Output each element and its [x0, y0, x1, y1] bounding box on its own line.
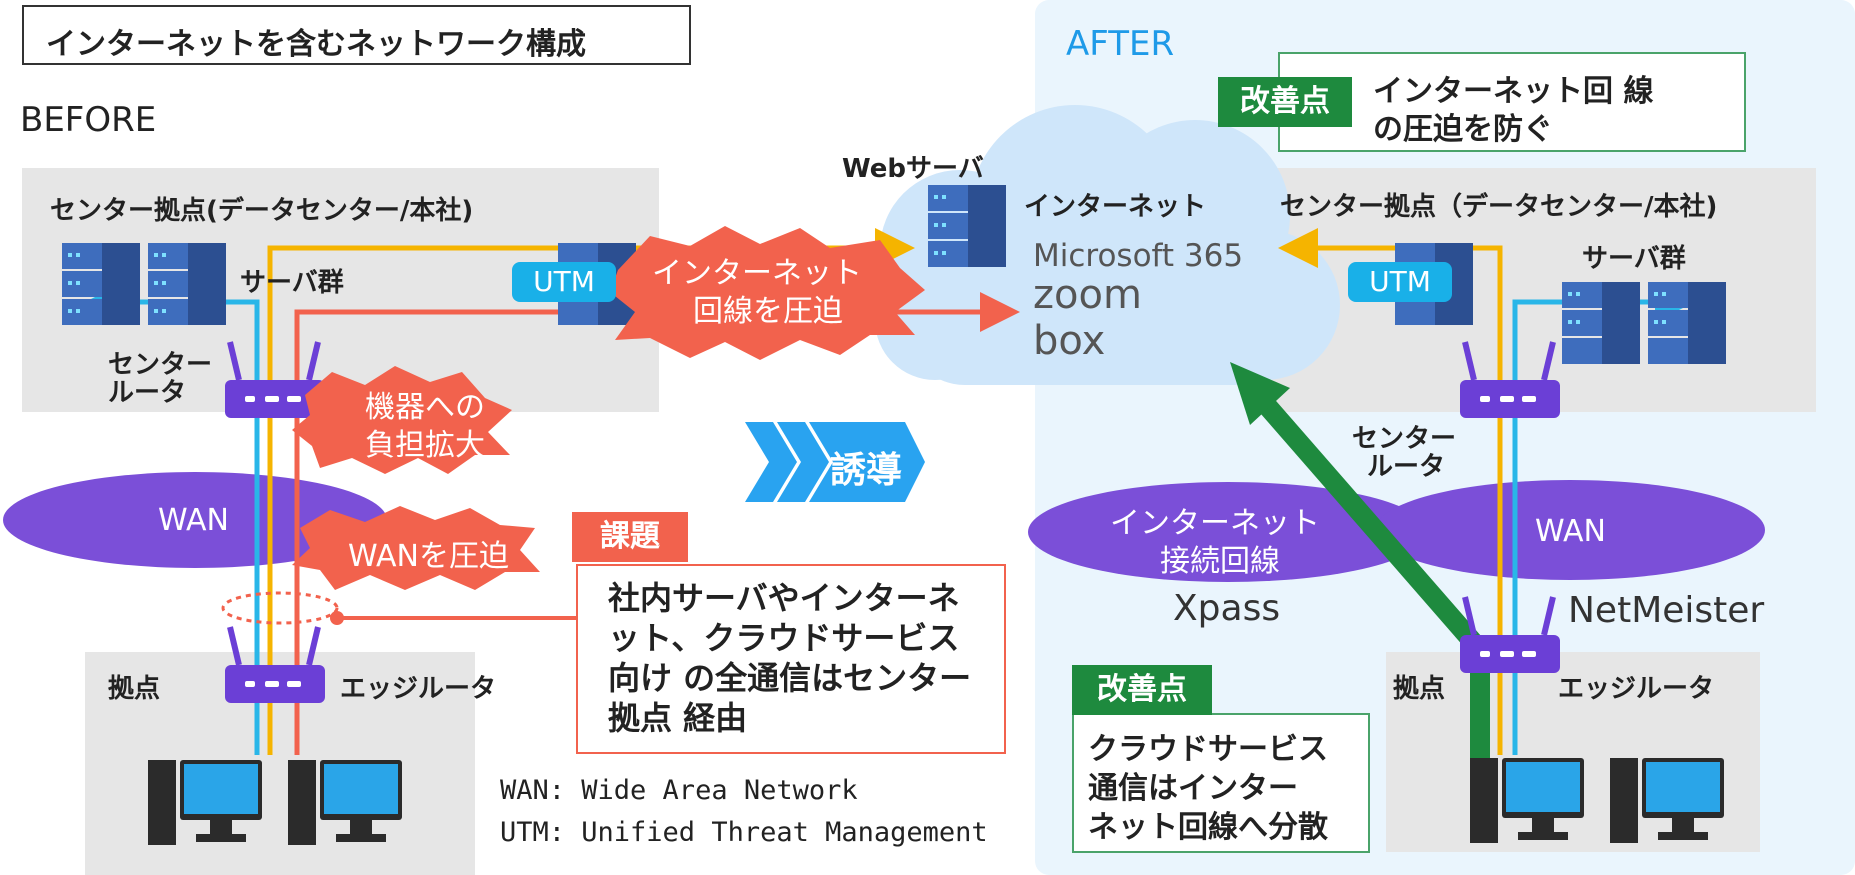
after-center-router-label-1: センター: [1352, 424, 1457, 454]
after-branch-label: 拠点: [1393, 674, 1446, 704]
internet-cloud: [875, 105, 1340, 385]
after-improvement-top-label: 改善点: [1218, 77, 1352, 127]
issue-text-line-3: 向け の全通信はセンター: [608, 659, 972, 697]
after-internet-line-ellipse: [1028, 482, 1428, 582]
before-center-router-icon: [225, 341, 325, 418]
before-server-group-label: サーバ群: [240, 268, 344, 298]
burst-wan-label: WANを圧迫: [348, 539, 509, 574]
legend-wan: WAN: Wide Area Network: [500, 775, 858, 806]
induce-arrow-icon: [745, 422, 925, 502]
before-utm-badge: UTM: [512, 262, 616, 302]
after-internet-line-label-2: 接続回線: [1160, 544, 1280, 579]
before-center-router-label-2: ルータ: [108, 378, 187, 408]
issue-text-line-4: 拠点 経由: [608, 699, 748, 737]
page-title: インターネットを含むネットワーク構成: [46, 27, 586, 62]
after-wan-ellipse: [1375, 480, 1765, 580]
after-heading: AFTER: [1066, 24, 1175, 64]
before-branch-label: 拠点: [108, 674, 161, 704]
before-edge-router-label: エッジルータ: [340, 674, 497, 704]
legend-utm: UTM: Unified Threat Management: [500, 817, 988, 848]
burst-internet-line-1: インターネット: [652, 256, 862, 291]
before-wan-label: WAN: [158, 503, 229, 538]
after-improvement-bottom-box: [1072, 713, 1370, 853]
after-green-arrow: [1254, 393, 1488, 657]
after-improvement-bottom-line-2: 通信はインター: [1088, 771, 1298, 806]
after-wan-label: WAN: [1535, 514, 1606, 549]
after-improvement-bottom-label: 改善点: [1072, 665, 1212, 715]
before-center-site-label: センター拠点(データセンター/本社): [50, 196, 474, 226]
before-pc-icons: [148, 760, 402, 845]
after-edge-router-label: エッジルータ: [1558, 674, 1715, 704]
before-wan-ellipse: [3, 472, 387, 568]
after-server-group-label: サーバ群: [1582, 244, 1686, 274]
service-microsoft365: Microsoft 365: [1033, 238, 1244, 274]
before-server-group-icon: [62, 243, 226, 325]
after-netmeister-label: NetMeister: [1568, 590, 1765, 631]
service-box: box: [1033, 318, 1106, 364]
after-center-site-label: センター拠点（データセンター/本社): [1280, 192, 1718, 222]
issue-text-line-1: 社内サーバやインターネ: [608, 579, 960, 617]
before-heading: BEFORE: [20, 100, 157, 140]
after-edge-router-icon: [1460, 596, 1560, 673]
after-pc-icons: [1470, 758, 1724, 843]
issue-label: 課題: [572, 512, 688, 562]
after-server-group-icon: [1562, 282, 1726, 364]
web-server-label: Webサーバ: [842, 154, 984, 184]
before-edge-router-icon: [225, 626, 325, 703]
after-center-router-label-2: ルータ: [1367, 452, 1446, 482]
burst-internet-line-2: 回線を圧迫: [693, 294, 843, 329]
after-improvement-top-box: [1278, 52, 1746, 152]
title-box: インターネットを含むネットワーク構成: [22, 5, 691, 65]
service-zoom: zoom: [1033, 272, 1142, 318]
after-improvement-bottom-line-1: クラウドサービス: [1088, 732, 1328, 767]
after-xpass-label: Xpass: [1173, 588, 1281, 629]
web-server-icon: [928, 185, 1006, 267]
burst-wan-shape: [292, 506, 540, 590]
burst-device-line-2: 負担拡大: [365, 428, 485, 463]
before-center-router-label-1: センター: [108, 350, 213, 380]
after-utm-badge: UTM: [1348, 262, 1452, 302]
before-dotted-marker: [221, 591, 339, 625]
issue-text-line-2: ット、クラウドサービス: [608, 619, 960, 657]
induce-label: 誘導: [830, 450, 903, 491]
burst-internet-shape: [610, 226, 925, 360]
after-improvement-top-line-1: インターネット回 線: [1373, 74, 1654, 109]
burst-device-line-1: 機器への: [365, 390, 485, 425]
issue-box: 社内サーバやインターネ ット、クラウドサービス 向け の全通信はセンター 拠点 …: [576, 564, 1006, 754]
burst-device-shape: [292, 366, 512, 474]
internet-label: インターネット: [1024, 192, 1207, 222]
after-orange-line: [1278, 228, 1503, 755]
after-improvement-top-line-2: の圧迫を防ぐ: [1373, 112, 1553, 147]
after-improvement-bottom-line-3: ネット回線へ分散: [1088, 810, 1328, 845]
after-branch-box: [1386, 652, 1760, 852]
after-internet-line-label-1: インターネット: [1110, 506, 1320, 541]
after-center-router-icon: [1460, 341, 1560, 418]
